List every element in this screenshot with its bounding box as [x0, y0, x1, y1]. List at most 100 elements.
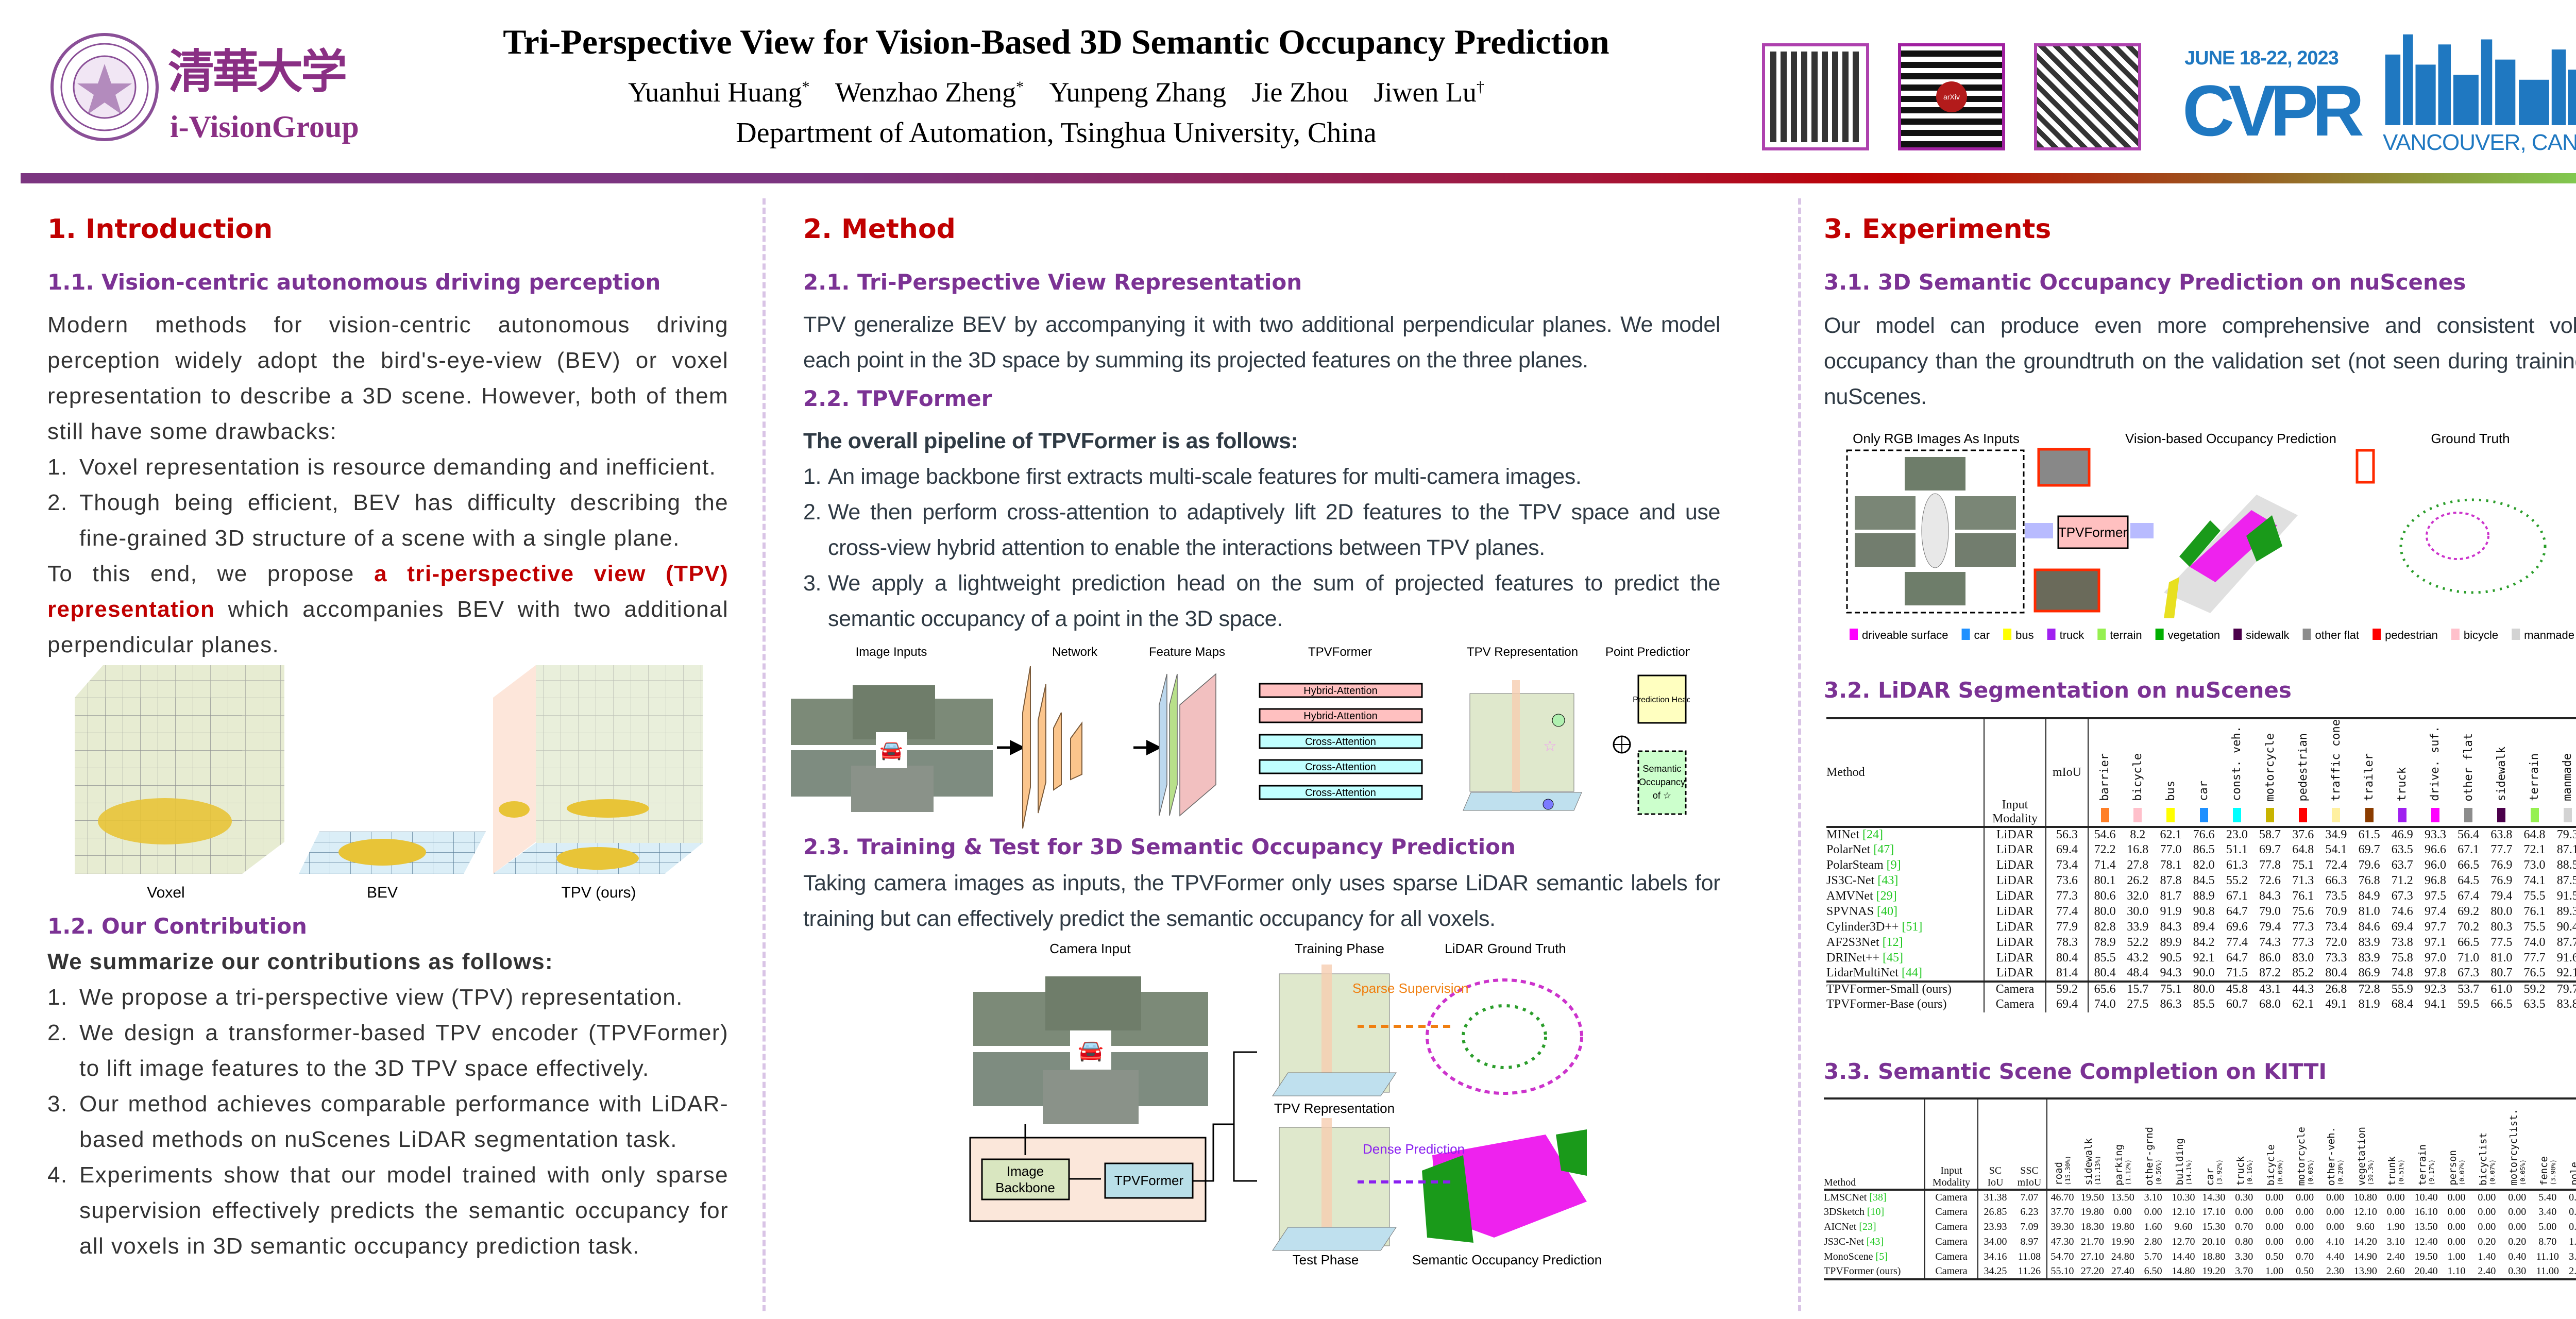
- header-class: other flat: [2452, 718, 2485, 827]
- value-cell: 60.7: [2226, 997, 2248, 1011]
- legend-label: terrain: [2110, 629, 2142, 641]
- section-introduction-title: 1. Introduction: [47, 214, 273, 245]
- value-cell: 71.2: [2391, 874, 2413, 888]
- header-miou: mIoU: [2045, 718, 2088, 827]
- car-icon: [98, 798, 232, 844]
- value-cell: 80.1: [2087, 873, 2122, 889]
- modality-cell: Camera: [1924, 1264, 1978, 1279]
- value-cell: 75.6: [2292, 905, 2314, 919]
- car-icon: [556, 847, 639, 870]
- network-backbone-icon: [1022, 666, 1082, 829]
- value-cell: 2.40: [2478, 1265, 2496, 1277]
- value-cell: 0.80: [2235, 1236, 2253, 1247]
- class-name: manmade: [2561, 753, 2574, 801]
- value-cell: 18.80: [2202, 1251, 2226, 1262]
- class-frequency: (3.90%): [2549, 1159, 2557, 1186]
- value-cell: 53.7: [2458, 983, 2480, 996]
- value-cell: 55.10: [2046, 1264, 2077, 1279]
- value-cell: 93.3: [2424, 828, 2446, 842]
- prediction-visualization: [2164, 495, 2298, 618]
- class-name: bicycle: [2265, 1144, 2277, 1186]
- fig-label: Camera Input: [1049, 941, 1131, 956]
- value-cell: 71.5: [2226, 966, 2248, 980]
- value-cell: 91.5: [2556, 889, 2576, 903]
- value-cell: 17.10: [2202, 1206, 2226, 1217]
- cross-attention-block: [1259, 759, 1423, 774]
- tpvformer-label: TPVFormer: [1114, 1173, 1184, 1188]
- subsection-kitti-ssc-title: 3.3. Semantic Scene Completion on KITTI: [1824, 1059, 2327, 1084]
- value-cell: 0.00: [2265, 1236, 2284, 1247]
- value-cell: 80.0: [2490, 905, 2513, 919]
- ground-truth-visualization: [2355, 449, 2547, 594]
- sc-iou-cell: 34.16: [1977, 1249, 2012, 1264]
- list-item-text: Our method achieves comparable performan…: [79, 1091, 728, 1152]
- value-cell: 73.4: [2325, 920, 2347, 934]
- header-modality-line: Modality: [1932, 1177, 1971, 1188]
- value-cell: 3.70: [2235, 1265, 2253, 1277]
- qr-code-project[interactable]: [1762, 43, 1869, 150]
- legend-swatch: [2302, 629, 2311, 640]
- camera-images-collage: 🚘: [791, 685, 993, 812]
- value-cell: 1.40: [2478, 1251, 2496, 1262]
- affiliation: Department of Automation, Tsinghua Unive…: [736, 117, 1377, 149]
- value-cell: 2.30: [2326, 1265, 2344, 1277]
- header-class: other-veh.(0.20%): [2320, 1098, 2350, 1190]
- value-cell: 54.6: [2087, 826, 2122, 842]
- sc-iou-cell: 23.93: [1977, 1220, 2012, 1235]
- value-cell: 52.2: [2127, 936, 2149, 950]
- value-cell: 0.00: [2265, 1206, 2284, 1217]
- value-cell: 71.4: [2087, 857, 2122, 873]
- value-cell: 62.1: [2160, 828, 2182, 842]
- value-cell: 18.30: [2080, 1221, 2104, 1232]
- author-name: Wenzhao Zheng: [835, 77, 1016, 108]
- legend-swatch: [2155, 629, 2164, 640]
- value-cell: 59.5: [2458, 997, 2480, 1011]
- value-cell: 87.2: [2259, 966, 2281, 980]
- sparse-supervision-label: Sparse Supervision: [1352, 980, 1468, 996]
- list-item-text: Though being efficient, BEV has difficul…: [79, 490, 728, 551]
- value-cell: 74.1: [2523, 874, 2546, 888]
- prediction-head-label: Prediction Head: [1633, 696, 1690, 704]
- value-cell: 0.00: [2478, 1192, 2496, 1203]
- citation: [51]: [1902, 920, 1923, 934]
- method-cell: MonoScene [5]: [1824, 1249, 1925, 1264]
- method-name: LMSCNet: [1824, 1192, 1867, 1203]
- method-cell: 3DSketch [10]: [1824, 1205, 1925, 1220]
- class-name: other flat: [2462, 733, 2475, 801]
- value-cell: 10.40: [2414, 1192, 2438, 1203]
- value-cell: 11.10: [2536, 1251, 2559, 1262]
- qr-code-arxiv[interactable]: arXiv: [1898, 43, 2005, 150]
- value-cell: 87.5: [2556, 874, 2576, 888]
- value-cell: 27.40: [2111, 1265, 2134, 1277]
- legend-swatch: [2047, 629, 2056, 640]
- value-cell: 77.4: [2226, 936, 2248, 950]
- modality-cell: Camera: [1984, 996, 2046, 1012]
- value-cell: 1.10: [2447, 1265, 2466, 1277]
- car-icon: 🚘: [1078, 1039, 1104, 1062]
- legend-swatch: [2003, 629, 2012, 640]
- value-cell: 0.30: [2235, 1192, 2253, 1203]
- class-frequency: (1.12%): [2125, 1159, 2132, 1186]
- modality-cell: Camera: [1924, 1190, 1978, 1205]
- value-cell: 1.90: [2569, 1236, 2576, 1247]
- value-cell: 80.0: [2087, 904, 2122, 920]
- qr-code-github[interactable]: [2034, 43, 2141, 150]
- tpvformer-pipeline-figure: Image Inputs Network Feature Maps TPVFor…: [791, 645, 1690, 829]
- method-cell: AF2S3Net [12]: [1826, 935, 1984, 951]
- fig-label: TPV Representation: [1467, 645, 1578, 659]
- value-cell: 79.4: [2490, 889, 2513, 903]
- tsinghua-seal-icon: [50, 33, 159, 141]
- value-cell: 19.80: [2080, 1206, 2104, 1217]
- feature-maps-icon: [1159, 673, 1216, 817]
- value-cell: 0.00: [2508, 1192, 2527, 1203]
- modality-cell: LiDAR: [1984, 935, 2046, 951]
- value-cell: 0.00: [2296, 1206, 2314, 1217]
- value-cell: 85.5: [2087, 950, 2122, 966]
- list-number: 1.: [47, 985, 68, 1010]
- fig-label: Test Phase: [1293, 1252, 1359, 1267]
- fig-label: Point Prediction: [1605, 645, 1690, 659]
- class-name: vegetation: [2356, 1126, 2368, 1186]
